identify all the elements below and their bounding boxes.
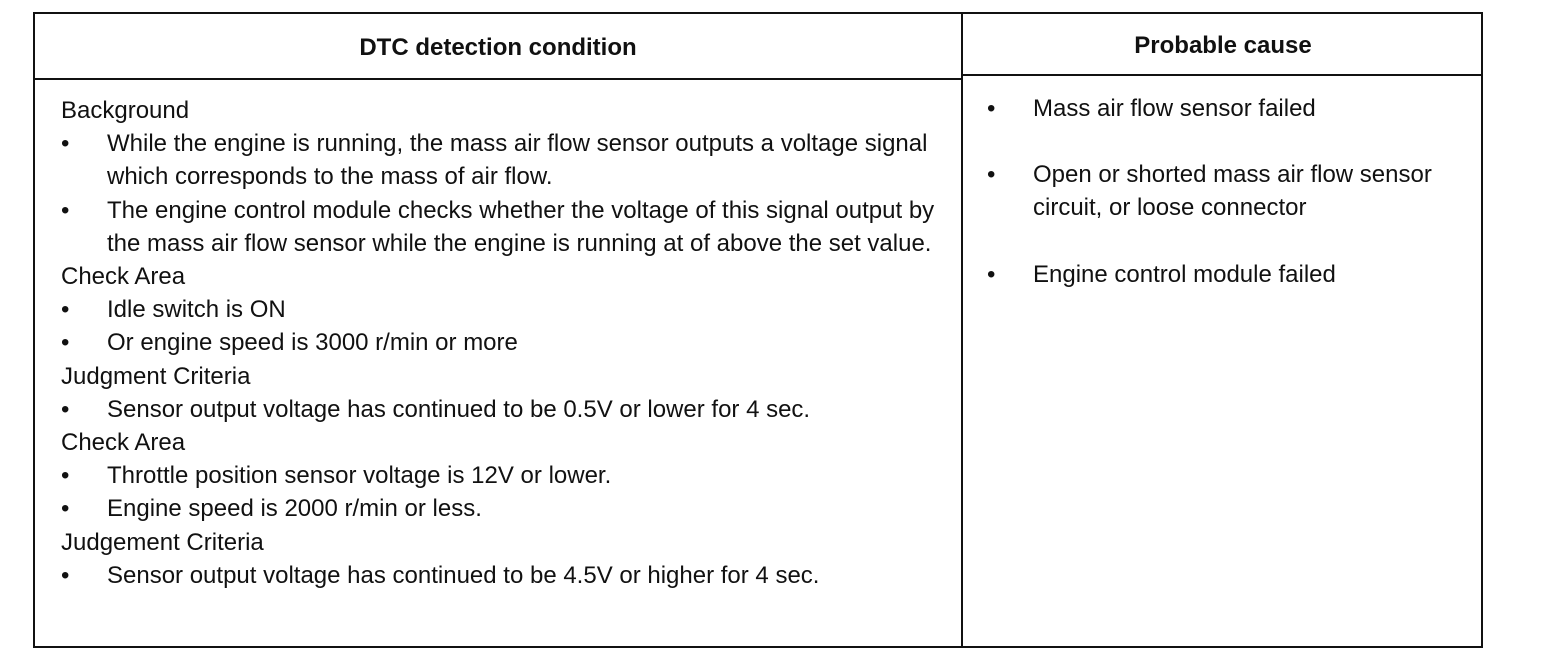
condition-text: Sensor output voltage has continued to b… — [107, 395, 811, 423]
condition-item: • Sensor output voltage has continued to… — [61, 393, 941, 426]
dtc-table: DTC detection condition Probable cause B… — [33, 12, 1483, 648]
section-title: Check Area — [61, 429, 186, 457]
header-dtc-detection-condition: DTC detection condition — [359, 34, 637, 61]
bullet-icon: • — [61, 130, 70, 158]
section-title: Background — [61, 97, 190, 124]
cause-item: • Open or shorted mass air flow sensor c… — [987, 158, 1477, 224]
bullet-icon: • — [61, 561, 70, 589]
condition-text: Or engine speed is 3000 r/min or more — [107, 329, 518, 357]
condition-item: • Engine speed is 2000 r/min or less. — [61, 492, 941, 525]
condition-item: • Idle switch is ON — [61, 293, 941, 326]
cause-text: Open or shorted mass air flow sensor cir… — [1033, 161, 1432, 222]
header-probable-cause: Probable cause — [1134, 32, 1312, 59]
bullet-icon: • — [61, 395, 70, 423]
bullet-icon: • — [987, 260, 996, 288]
bullet-icon: • — [61, 196, 70, 224]
bullet-icon: • — [987, 95, 996, 122]
condition-item: • While the engine is running, the mass … — [61, 127, 941, 193]
condition-item: • Throttle position sensor voltage is 12… — [61, 459, 941, 492]
bullet-icon: • — [61, 329, 70, 357]
condition-item: • Or engine speed is 3000 r/min or more — [61, 326, 941, 359]
condition-item: • Sensor output voltage has continued to… — [61, 559, 941, 592]
cause-text: Mass air flow sensor failed — [1033, 95, 1316, 122]
cause-text: Engine control module failed — [1033, 260, 1336, 288]
bullet-icon: • — [61, 462, 70, 490]
cause-item: • Mass air flow sensor failed — [987, 92, 1477, 125]
section-title: Judgment Criteria — [61, 362, 251, 390]
condition-text: Engine speed is 2000 r/min or less. — [107, 495, 482, 523]
bullet-icon: • — [61, 296, 70, 324]
condition-text: The engine control module checks whether… — [107, 196, 935, 257]
bullet-icon: • — [61, 495, 70, 523]
condition-item: • The engine control module checks wheth… — [61, 194, 941, 260]
header-divider-left — [35, 78, 961, 80]
condition-text: Sensor output voltage has continued to b… — [107, 561, 820, 589]
condition-column: Background • While the engine is running… — [61, 94, 941, 592]
cause-item: • Engine control module failed — [987, 258, 1477, 291]
condition-text: While the engine is running, the mass ai… — [107, 130, 928, 191]
section-title: Judgement Criteria — [61, 528, 264, 556]
column-divider — [961, 14, 963, 646]
section-title: Check Area — [61, 263, 186, 291]
condition-text: Idle switch is ON — [107, 296, 286, 324]
probable-cause-column: • Mass air flow sensor failed • Open or … — [987, 92, 1477, 324]
condition-text: Throttle position sensor voltage is 12V … — [107, 462, 612, 490]
bullet-icon: • — [987, 161, 996, 189]
header-divider-right — [963, 74, 1483, 76]
